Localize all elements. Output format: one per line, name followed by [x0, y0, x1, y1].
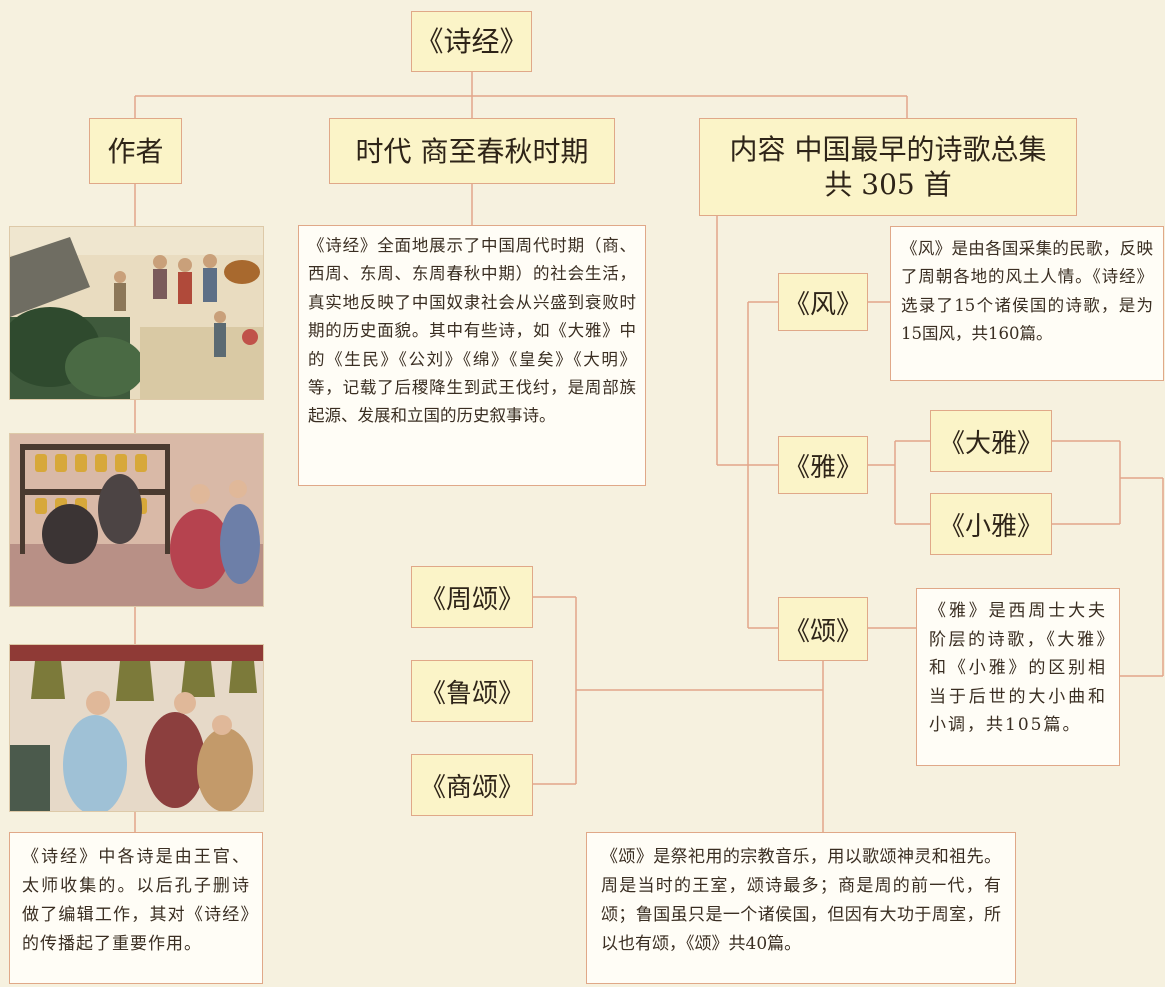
ya-node: 《雅》: [778, 436, 868, 494]
ya-label: 《雅》: [783, 452, 862, 483]
song-description: 《颂》是祭祀用的宗教音乐，用以歌颂神灵和祖先。周是当时的王室，颂诗最多；商是周的…: [586, 832, 1016, 984]
feng-label: 《风》: [783, 289, 862, 320]
song-label: 《颂》: [783, 616, 862, 647]
content-label-line2: 共 305 首: [824, 168, 952, 201]
zhou-song-node: 《周颂》: [411, 566, 533, 628]
ritual-bells-illustration: [9, 644, 264, 812]
ya-description: 《雅》是西周士大夫阶层的诗歌，《大雅》和《小雅》的区别相当于后世的大小曲和小调，…: [916, 588, 1120, 766]
content-node: 内容 中国最早的诗歌总集 共 305 首: [699, 118, 1077, 216]
palace-gathering-illustration: [9, 226, 264, 400]
lu-song-node: 《鲁颂》: [411, 660, 533, 722]
era-label: 时代 商至春秋时期: [355, 134, 589, 168]
zhou-song-label: 《周颂》: [419, 584, 524, 615]
feng-node: 《风》: [778, 273, 868, 331]
author-node: 作者: [89, 118, 182, 184]
content-label-line1: 内容 中国最早的诗歌总集: [729, 133, 1047, 166]
lu-song-label: 《鲁颂》: [419, 678, 524, 709]
root-label: 《诗经》: [415, 25, 528, 58]
era-node: 时代 商至春秋时期: [329, 118, 615, 184]
author-description: 《诗经》中各诗是由王官、太师收集的。以后孔子删诗做了编辑工作，其对《诗经》的传播…: [9, 832, 263, 984]
xiao-ya-node: 《小雅》: [930, 493, 1052, 555]
xiao-ya-label: 《小雅》: [938, 511, 1043, 542]
shang-song-node: 《商颂》: [411, 754, 533, 816]
shang-song-label: 《商颂》: [419, 772, 524, 803]
author-label: 作者: [107, 134, 164, 168]
da-ya-label: 《大雅》: [938, 428, 1043, 459]
song-node: 《颂》: [778, 597, 868, 661]
era-description: 《诗经》全面地展示了中国周代时期（商、西周、东周、东周春秋中期）的社会生活，真实…: [298, 225, 646, 486]
bell-music-illustration: [9, 433, 264, 607]
feng-description: 《风》是由各国采集的民歌，反映了周朝各地的风土人情。《诗经》选录了15个诸侯国的…: [890, 226, 1164, 381]
root-node: 《诗经》: [411, 11, 532, 72]
da-ya-node: 《大雅》: [930, 410, 1052, 472]
